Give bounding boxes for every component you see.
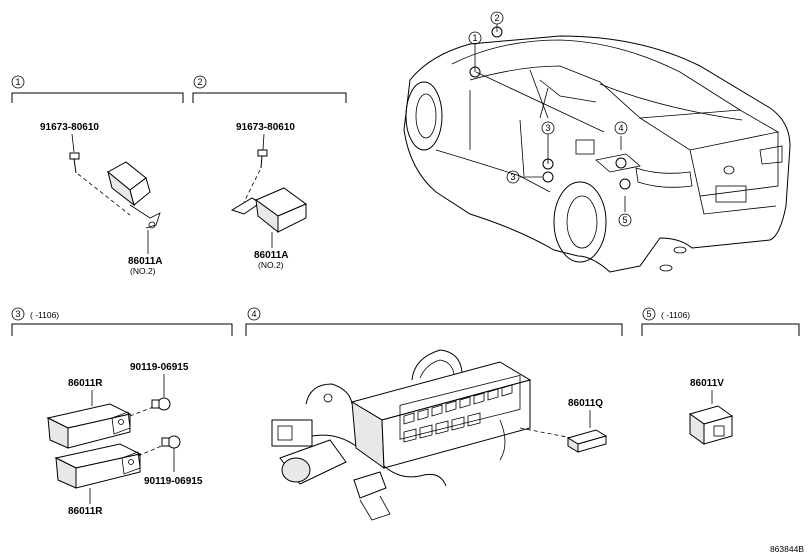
s1-part-note: (NO.2) [130,266,156,276]
s2-part-label: 86011A [254,250,288,261]
section-3-number: 3 [15,309,20,319]
section-1-header: 1 [11,75,184,103]
section-3-modules: 86011R 90119-06915 90119-069 [46,362,203,517]
relay-icon [230,187,308,234]
car-callout-4: 4 [618,123,623,133]
section-1-number: 1 [15,77,20,87]
screw-icon [161,435,181,449]
section-4-header: 4 [245,307,623,336]
s1-bolt-label: 91673-80610 [40,122,99,133]
junction-block-icon [271,349,532,521]
s4-part-label: 86011Q [568,398,603,409]
section-4-junction-block: 86011Q [271,349,608,521]
s2-bolt-label: 91673-80610 [236,122,295,133]
section-5-relay: 86011V [688,378,734,445]
section-5-number: 5 [646,309,651,319]
relay-icon [566,429,608,453]
car-callout-1: 1 [472,33,477,43]
section-5-range: ( -1106) [661,310,690,320]
car-callout-2: 2 [494,13,499,23]
bolt-icon [69,152,80,174]
s5-part-label: 86011V [690,378,724,389]
figure-id: 863844B [770,544,804,554]
s3-screw-top-label: 90119-06915 [130,362,189,373]
s3-part-bottom-label: 86011R [68,506,103,517]
car-illustration: 1 2 3 3 4 5 [403,11,791,273]
relay-icon [107,161,161,229]
s1-part-label: 86011A [128,256,162,267]
section-2-header: 2 [192,75,347,103]
module-icon [54,443,142,489]
s3-screw-bottom-label: 90119-06915 [144,476,203,487]
bolt-icon [257,149,268,169]
screw-icon [151,397,171,411]
section-5-header: 5 ( -1106) [641,307,800,336]
car-callout-3a: 3 [545,123,550,133]
relay-icon [688,405,734,445]
car-callout-3b: 3 [510,172,515,182]
section-3-header: 3 ( -1106) [11,307,233,336]
module-icon [46,403,132,449]
section-2-number: 2 [197,77,202,87]
car-callout-5: 5 [622,215,627,225]
section-3-range: ( -1106) [30,310,59,320]
s2-part-note: (NO.2) [258,260,284,270]
section-1-relay: 91673-80610 86011A (NO.2) [40,122,162,276]
s3-part-top-label: 86011R [68,378,103,389]
section-4-number: 4 [251,309,256,319]
section-2-relay: 91673-80610 86011A (NO.2) [230,122,308,270]
